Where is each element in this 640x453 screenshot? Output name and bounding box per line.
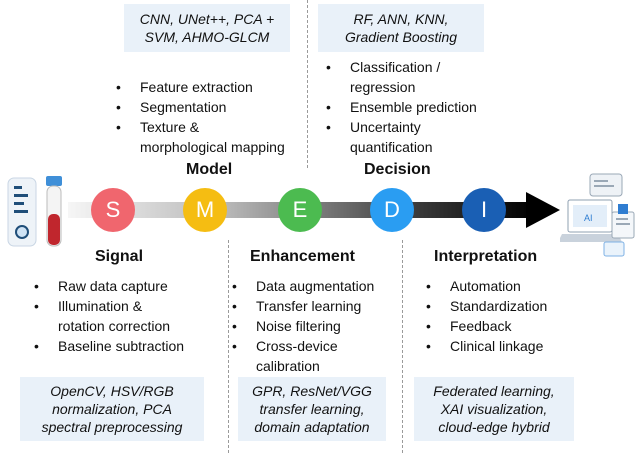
interpretation-bullet-list: Automation Standardization Feedback Clin… xyxy=(426,276,547,356)
enhancement-tools-line-2: transfer learning, xyxy=(259,401,365,417)
signal-tools-line-2: normalization, PCA xyxy=(52,401,172,417)
interpretation-tools-box: Federated learning, XAI visualization, c… xyxy=(414,377,574,441)
list-item: Ensemble prediction xyxy=(326,97,477,117)
list-item: Cross-device calibration xyxy=(232,336,374,376)
list-item: Classification / regression xyxy=(326,57,477,97)
enhancement-tools-box: GPR, ResNet/VGG transfer learning, domai… xyxy=(238,377,386,441)
ai-laptop-icon: AI xyxy=(560,173,635,257)
decision-tools-line-2: Gradient Boosting xyxy=(344,29,458,45)
divider-top xyxy=(307,0,308,168)
stage-circle-i: I xyxy=(462,188,506,232)
stage-circle-m: M xyxy=(183,188,227,232)
interpretation-tools-line-3: cloud-edge hybrid xyxy=(438,419,550,435)
model-tools-line-1: CNN, UNet++, PCA + xyxy=(139,11,275,27)
stage-circle-d: D xyxy=(370,188,414,232)
list-item: Feature extraction xyxy=(116,77,285,97)
list-item: Clinical linkage xyxy=(426,336,547,356)
decision-bullet-list: Classification / regression Ensemble pre… xyxy=(326,57,477,157)
list-item: Data augmentation xyxy=(232,276,374,296)
interpretation-tools-line-1: Federated learning, xyxy=(433,383,555,399)
enhancement-tools-line-3: domain adaptation xyxy=(254,419,370,435)
model-tools-box: CNN, UNet++, PCA + SVM, AHMO-GLCM xyxy=(124,4,290,52)
test-tube-icon xyxy=(46,176,62,247)
model-tools-line-2: SVM, AHMO-GLCM xyxy=(144,29,270,45)
signal-title: Signal xyxy=(95,248,144,265)
signal-bullet-list: Raw data capture Illumination & rotation… xyxy=(34,276,184,356)
list-item: Noise filtering xyxy=(232,316,374,336)
enhancement-tools-line-1: GPR, ResNet/VGG xyxy=(252,383,372,399)
signal-tools-line-3: spectral preprocessing xyxy=(41,419,183,435)
decision-title: Decision xyxy=(364,161,431,178)
list-item: Transfer learning xyxy=(232,296,374,316)
divider-bottom-right xyxy=(402,240,403,453)
list-item: Automation xyxy=(426,276,547,296)
list-item: Feedback xyxy=(426,316,547,336)
enhancement-bullet-list: Data augmentation Transfer learning Nois… xyxy=(232,276,374,376)
model-title: Model xyxy=(186,161,233,178)
list-item: Texture & morphological mapping xyxy=(116,117,285,157)
interpretation-tools-line-2: XAI visualization, xyxy=(440,401,548,417)
list-item: Segmentation xyxy=(116,97,285,117)
signal-tools-box: OpenCV, HSV/RGB normalization, PCA spect… xyxy=(20,377,204,441)
decision-tools-box: RF, ANN, KNN, Gradient Boosting xyxy=(318,4,484,52)
list-item: Raw data capture xyxy=(34,276,184,296)
stage-circle-s: S xyxy=(91,188,135,232)
list-item: Illumination & rotation correction xyxy=(34,296,184,336)
list-item: Baseline subtraction xyxy=(34,336,184,356)
enhancement-title: Enhancement xyxy=(250,248,355,265)
signal-tools-line-1: OpenCV, HSV/RGB xyxy=(50,383,174,399)
decision-tools-line-1: RF, ANN, KNN, xyxy=(353,11,449,27)
ai-badge-label: AI xyxy=(584,213,593,223)
list-item: Uncertainty quantification xyxy=(326,117,477,157)
divider-bottom-left xyxy=(228,240,229,453)
list-item: Standardization xyxy=(426,296,547,316)
interpretation-title: Interpretation xyxy=(434,248,538,265)
test-strip-icon xyxy=(7,177,37,247)
stage-circle-e: E xyxy=(278,188,322,232)
model-bullet-list: Feature extraction Segmentation Texture … xyxy=(116,77,285,157)
